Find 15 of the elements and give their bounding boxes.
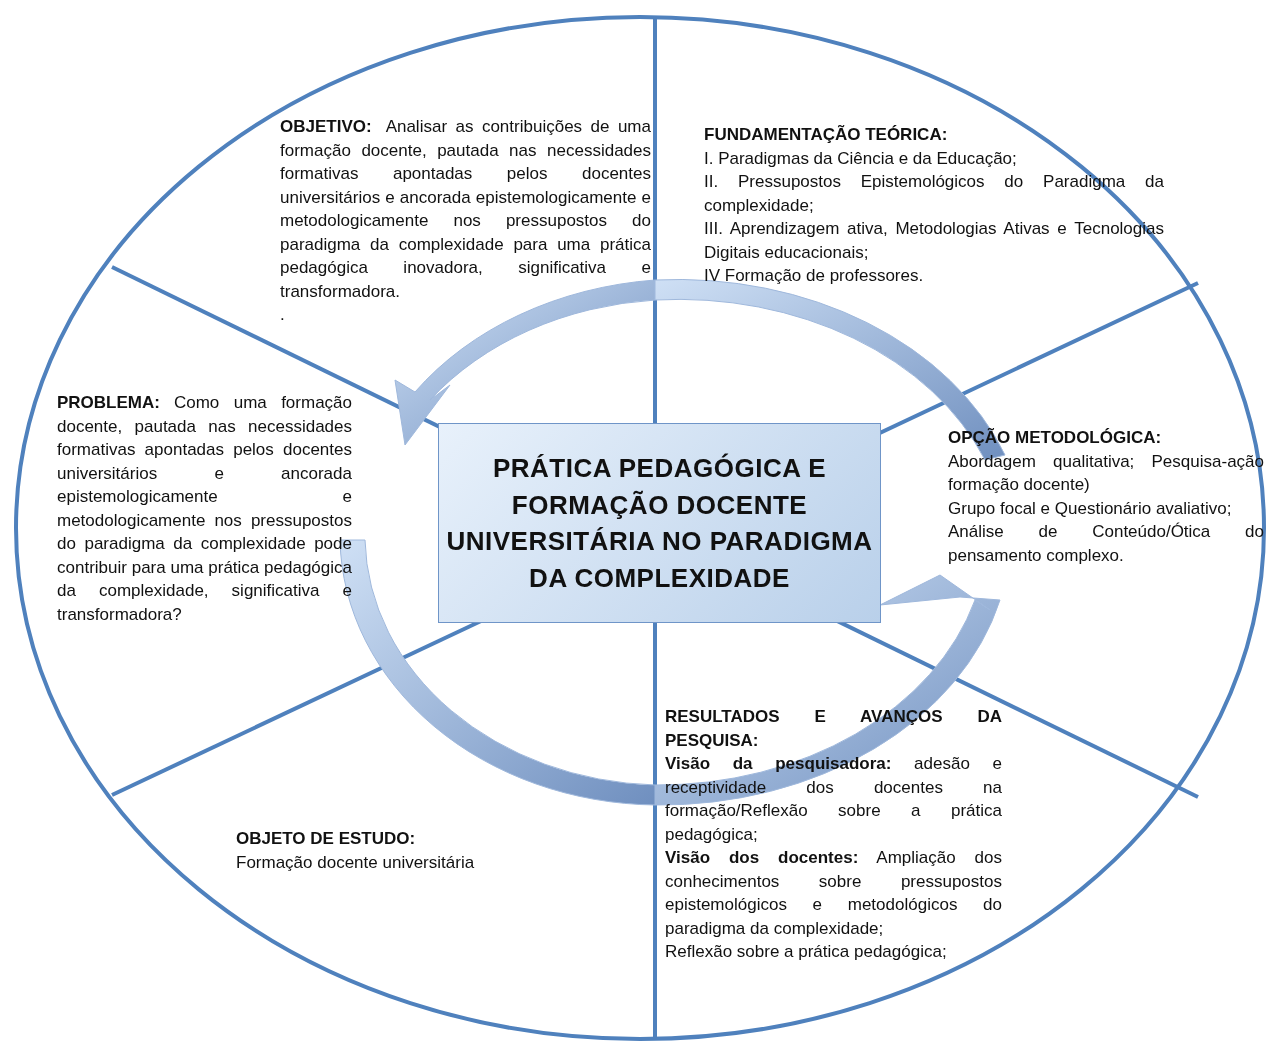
body-text: Grupo focal e Questionário avaliativo; — [948, 497, 1233, 520]
heading-and-text: OBJETIVO: Analisar as contribuições de uma formação docente, pautada nas necessidades formativas apontadas pelos docentes universitários e ancorada epistemologicamente e metodologicamente nos pressupostos do paradigma da complexidade para uma prática pedagógica inovadora, significativa e transformadora. — [280, 116, 651, 303]
body-text: I. Paradigmas da Ciência e da Educação; — [704, 147, 1018, 170]
title-box — [438, 423, 881, 623]
body-text: Formação docente universitária — [236, 851, 476, 874]
heading-and-text: PROBLEMA: Como uma formação docente, pautada nas necessidades formativas apontadas pelos docentes universitários e ancorada epistemologicamente e metodologicamente nos pressupostos do paradigma da complexidade pode contribuir para uma prática pedagógica da complexidade, significativa e transformadora? — [57, 392, 352, 626]
title-text: PRÁTICA PEDAGÓGICA E FORMAÇÃO DOCENTE UNIVERSITÁRIA NO PARADIGMA DA COMPLEXIDADE — [445, 452, 874, 595]
section-heading: FUNDAMENTAÇÃO TEÓRICA: — [704, 124, 949, 146]
body-text: Visão da pesquisadora: adesão e receptividade dos docentes na formação/Reflexão sobre a prática pedagógica; — [665, 753, 1002, 846]
section-heading: OBJETO DE ESTUDO: — [236, 828, 417, 850]
body-text: Reflexão sobre a prática pedagógica; — [665, 941, 948, 963]
body-text: Visão dos docentes: Ampliação dos conhecimentos sobre pressupostos epistemológicos e metodológicos do paradigma da complexidade; — [665, 847, 1002, 940]
section-heading: RESULTADOS E AVANÇOS DA PESQUISA: — [665, 706, 1002, 752]
body-text: . — [280, 304, 286, 326]
body-text: IV Formação de professores. — [704, 265, 925, 287]
